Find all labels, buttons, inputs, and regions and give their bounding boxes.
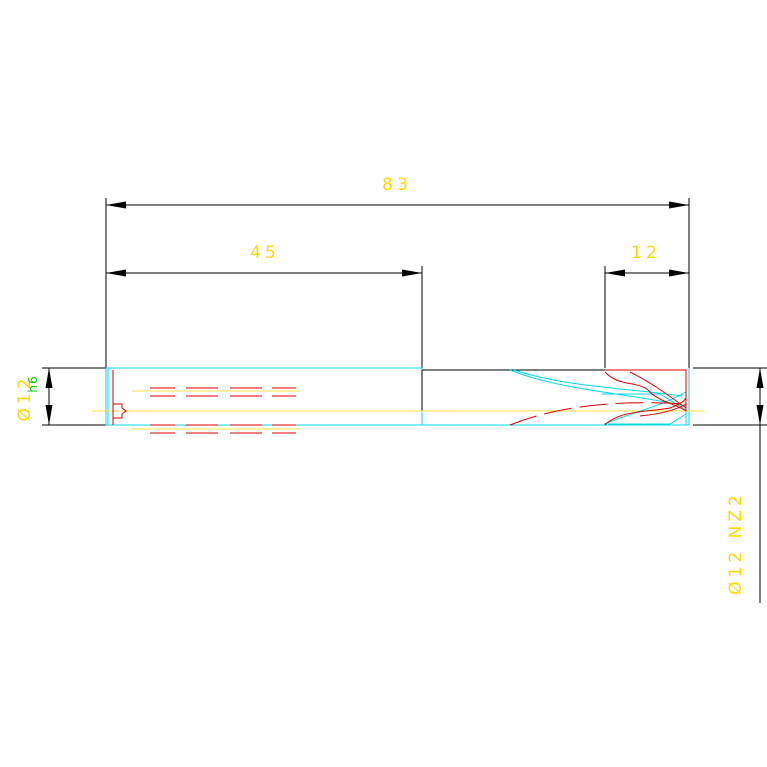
dimension-overall-length: 83	[106, 175, 689, 209]
extension-lines	[42, 198, 767, 426]
dimension-right-section-length: 12	[605, 243, 689, 277]
dimension-left-section-length-label: 45	[250, 243, 280, 263]
dimension-left-diameter-label: Ø12	[15, 374, 35, 421]
right-end-flutes	[509, 369, 687, 426]
dimension-right-diameter-label: Ø12 NZ2	[726, 491, 746, 595]
dimension-left-diameter: Ø12 h6	[15, 368, 53, 425]
dimension-left-section-length: 45	[106, 243, 422, 277]
dimension-right-section-length-label: 12	[631, 243, 661, 263]
hidden-lines-left	[132, 387, 300, 434]
dimension-right-diameter: Ø12 NZ2	[726, 368, 764, 603]
dimension-overall-length-label: 83	[382, 175, 412, 195]
dimension-left-diameter-tolerance: h6	[26, 375, 40, 392]
left-end-features	[112, 370, 127, 425]
